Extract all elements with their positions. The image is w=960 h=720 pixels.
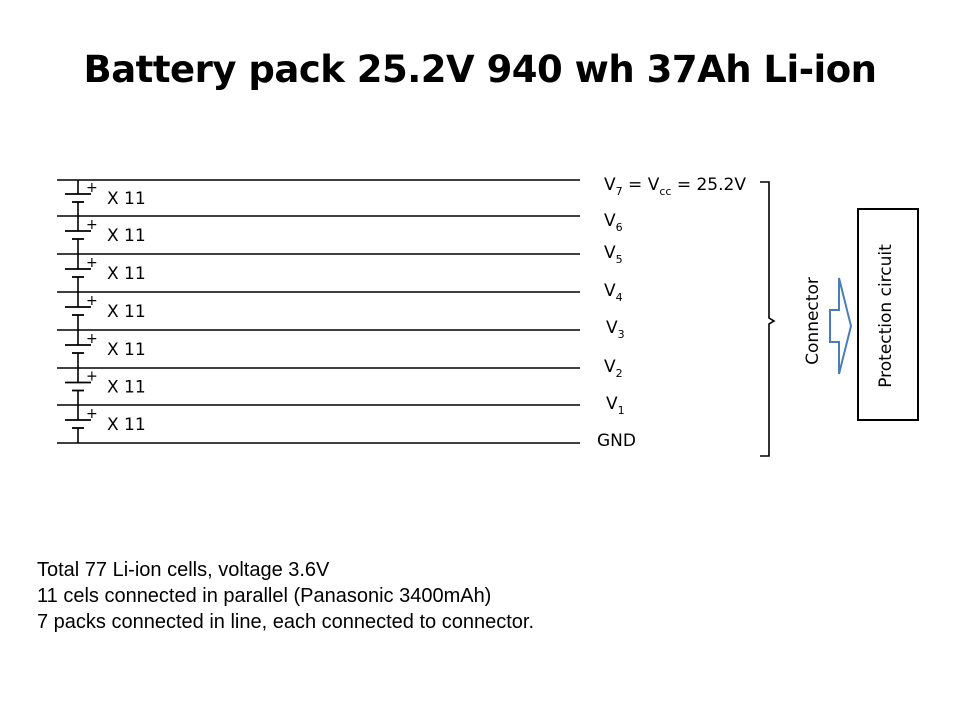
plus-terminal-label: + [86, 217, 98, 233]
voltage-label: GND [597, 431, 636, 451]
plus-terminal-label: + [86, 255, 98, 271]
cell-groups: + X 11 + X 11 + X 11 + X 11 + X 11 + X 11 + X 11 [65, 180, 146, 443]
cell-count-label: X 11 [107, 415, 146, 435]
cell-count-label: X 11 [107, 378, 146, 398]
connector-label: Connector [803, 277, 823, 365]
protection-circuit-box [857, 208, 919, 421]
voltage-label: V5 [604, 243, 623, 266]
voltage-label: V6 [604, 211, 623, 234]
plus-terminal-label: + [86, 369, 98, 385]
cell-count-label: X 11 [107, 302, 146, 322]
cell-count-label: X 11 [107, 189, 146, 209]
battery-cell-group: + X 11 [65, 368, 146, 405]
cell-count-label: X 11 [107, 226, 146, 246]
note-line: 7 packs connected in line, each connecte… [37, 611, 535, 633]
voltage-label: V1 [606, 394, 625, 417]
voltage-label: V7 = Vcc = 25.2V [604, 175, 746, 198]
cell-count-label: X 11 [107, 264, 146, 284]
page-title: Battery pack 25.2V 940 wh 37Ah Li-ion [83, 48, 878, 91]
plus-terminal-label: + [86, 406, 98, 422]
voltage-label: V3 [606, 318, 625, 341]
bus-lines [57, 179, 580, 444]
battery-icon [65, 254, 91, 292]
battery-icon [65, 368, 91, 405]
notes: Total 77 Li-ion cells, voltage 3.6V 11 c… [37, 557, 534, 635]
plus-terminal-label: + [86, 293, 98, 309]
battery-cell-group: + X 11 [65, 330, 146, 368]
battery-cell-group: + X 11 [65, 292, 146, 330]
battery-cell-group: + X 11 [65, 254, 146, 292]
plus-terminal-label: + [86, 331, 98, 347]
plus-terminal-label: + [86, 180, 98, 196]
protection-circuit-label: Protection circuit [876, 244, 896, 388]
battery-icon [65, 292, 91, 330]
battery-cell-group: + X 11 [65, 216, 146, 254]
cell-count-label: X 11 [107, 340, 146, 360]
note-line: Total 77 Li-ion cells, voltage 3.6V [37, 559, 330, 581]
voltage-label: V2 [604, 357, 623, 380]
arrow-icon [829, 277, 853, 375]
battery-icon [65, 216, 91, 254]
connector-bracket [760, 181, 776, 457]
battery-cell-group: + X 11 [65, 405, 146, 443]
voltage-label: V4 [604, 281, 623, 304]
note-line: 11 cels connected in parallel (Panasonic… [37, 585, 492, 607]
battery-icon [65, 405, 91, 443]
battery-cell-group: + X 11 [65, 180, 146, 216]
battery-icon [65, 180, 91, 216]
battery-icon [65, 330, 91, 368]
